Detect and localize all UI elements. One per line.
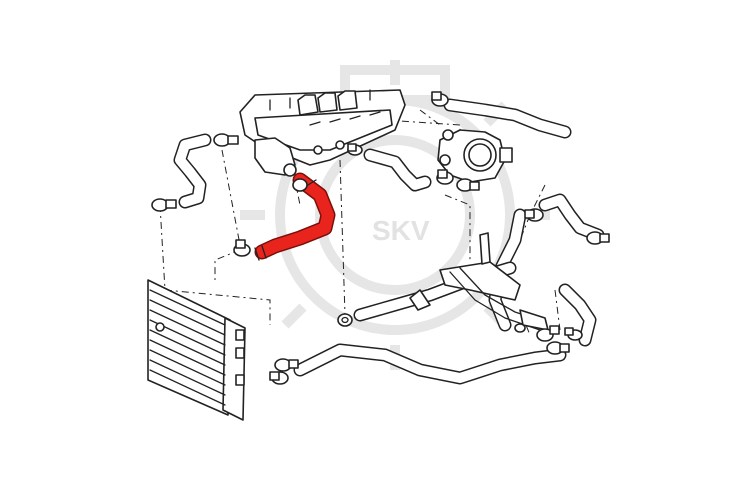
heater-pipe-bracket [409, 232, 549, 331]
o-ring [337, 313, 353, 327]
o-ring [514, 323, 526, 333]
hose-clamp [151, 198, 177, 212]
hose-clamp [213, 133, 239, 147]
engine-cylinder-head [239, 89, 406, 177]
hose-clamp [292, 178, 308, 192]
hose-clamp [431, 91, 449, 107]
hose-clamps [151, 91, 610, 385]
hose-clamp [586, 231, 610, 245]
radiator [147, 279, 246, 421]
hose-clamp [274, 358, 299, 372]
hose-clamp [269, 371, 289, 385]
hose-clamp [524, 208, 544, 222]
hose-clamp [347, 143, 363, 156]
hose-clamp [536, 325, 560, 342]
hose-clamp [456, 178, 480, 192]
hose-clamp [436, 169, 454, 185]
upper-radiator-hose-highlighted[interactable] [254, 172, 336, 261]
hose-clamp [233, 239, 251, 257]
hose-clamp [546, 341, 570, 355]
hose-clamp [564, 327, 583, 341]
watermark-text: SKV [372, 215, 430, 246]
throttle-body [437, 129, 513, 183]
highlighted-hose-fill [256, 174, 334, 258]
